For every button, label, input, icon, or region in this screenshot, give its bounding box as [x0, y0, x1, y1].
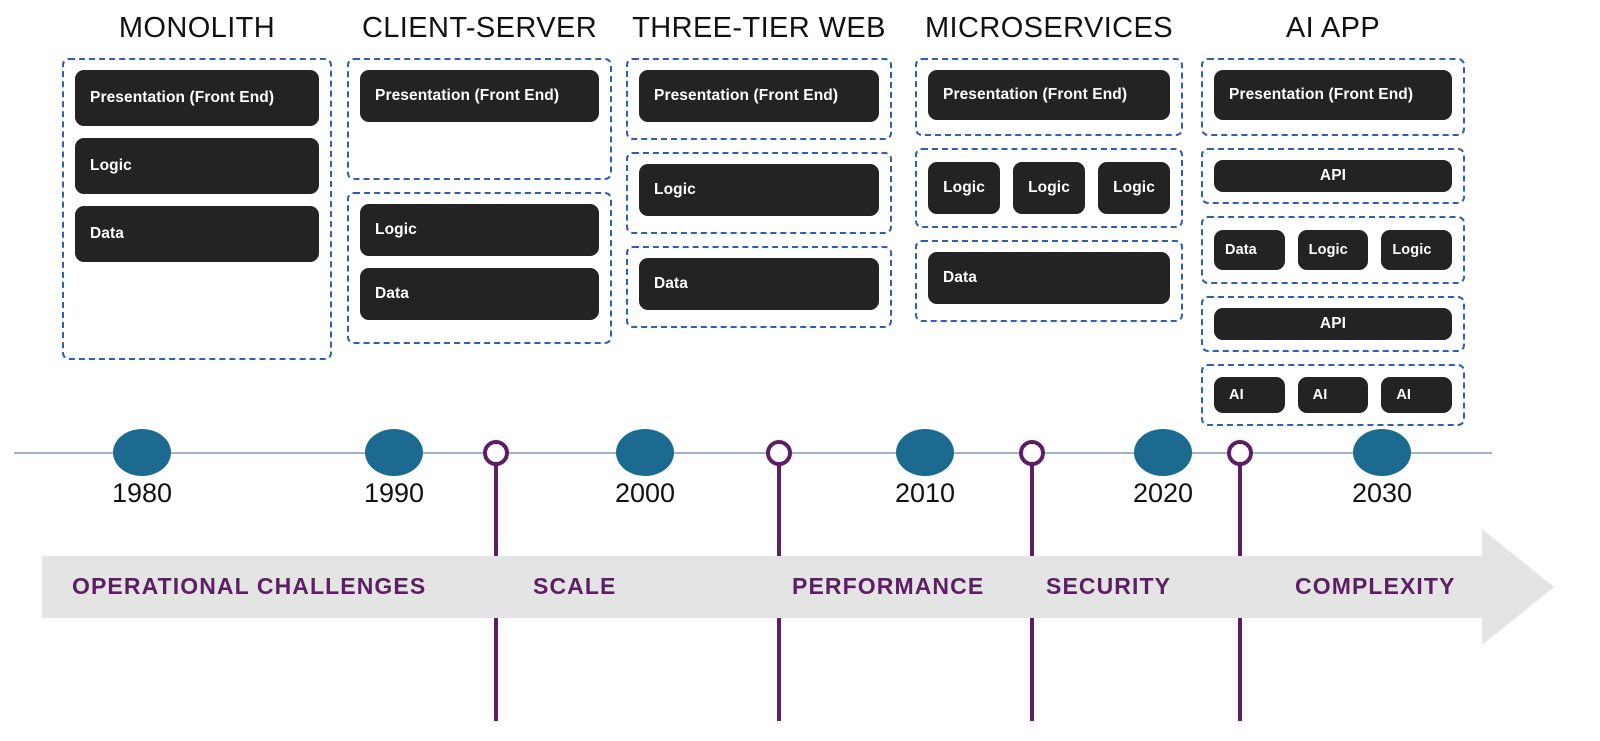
decade-label: 2020 [1132, 478, 1194, 508]
tier-block: Presentation (Front End) [639, 70, 879, 122]
decade-marker-dot[interactable] [896, 429, 954, 476]
phase-label: PERFORMANCE [792, 573, 985, 599]
phase-marker-ring[interactable] [1019, 440, 1045, 466]
tier-group: Logic [626, 152, 892, 234]
decade-label: 1980 [111, 478, 173, 508]
tier-block: Logic [1297, 230, 1369, 270]
tier-group: Presentation (Front End) [347, 58, 612, 180]
column-title: MONOLITH [118, 12, 276, 44]
banner-arrowhead-icon [1482, 529, 1554, 645]
tier-block: AI [1297, 377, 1369, 413]
architecture-column: MICROSERVICES Presentation (Front End) Log… [915, 0, 1183, 322]
decade-marker-dot[interactable] [365, 429, 423, 476]
architecture-column: THREE-TIER WEB Presentation (Front End) Lo… [626, 0, 892, 328]
tier-block: Presentation (Front End) [360, 70, 599, 122]
tier-block: Data [75, 206, 319, 262]
column-title: MICROSERVICES [925, 12, 1173, 44]
decade-marker-dot[interactable] [1134, 429, 1192, 476]
phase-label: OPERATIONAL CHALLENGES [72, 573, 427, 599]
tier-group: API [1201, 296, 1465, 352]
tier-group: Data [915, 240, 1183, 322]
tier-block: Logic [1098, 162, 1170, 214]
tier-group: Data [626, 246, 892, 328]
banner-bar [42, 556, 1482, 618]
tier-block: Logic [360, 204, 599, 256]
tier-block: Presentation (Front End) [75, 70, 319, 126]
tier-group: Data Logic Logic [1201, 216, 1465, 284]
tier-block: Logic [75, 138, 319, 194]
architecture-column: AI APP Presentation (Front End) API Data Log… [1201, 0, 1465, 426]
tier-block-row: AI AI AI [1214, 377, 1453, 413]
tier-group: API [1201, 148, 1465, 204]
tier-group-list: Presentation (Front End) API Data Logic Logi… [1201, 58, 1465, 426]
tier-block: Logic [928, 162, 1000, 214]
tier-group: Presentation (Front End) [915, 58, 1183, 136]
tier-block: API [1214, 160, 1452, 192]
tier-block: Data [639, 258, 879, 310]
tier-block: AI [1214, 377, 1285, 413]
decade-label: 2030 [1351, 478, 1413, 508]
tier-block: Logic [1013, 162, 1085, 214]
tier-block: Data [928, 252, 1170, 304]
phase-label: SECURITY [1046, 573, 1172, 599]
tier-group: Presentation (Front End) [1201, 58, 1465, 136]
phase-label: SCALE [533, 573, 617, 599]
phase-marker-ring[interactable] [766, 440, 792, 466]
tier-block: Presentation (Front End) [1214, 70, 1452, 120]
timeline-axis [14, 452, 1492, 454]
tier-block: Logic [1381, 230, 1453, 270]
tier-block: Data [1214, 230, 1285, 270]
column-title: CLIENT-SERVER [361, 12, 598, 44]
decade-label: 2000 [614, 478, 676, 508]
phase-marker-ring[interactable] [483, 440, 509, 466]
tier-group: AI AI AI [1201, 364, 1465, 426]
tier-group: Presentation (Front End) [626, 58, 892, 140]
decade-label: 1990 [363, 478, 425, 508]
decade-marker-dot[interactable] [113, 429, 171, 476]
tier-block: Presentation (Front End) [928, 70, 1170, 120]
decade-label: 2010 [894, 478, 956, 508]
decade-marker-dot[interactable] [1353, 429, 1411, 476]
tier-block: Data [360, 268, 599, 320]
tier-block: Logic [639, 164, 879, 216]
tier-block-row: Data Logic Logic [1214, 230, 1453, 270]
phase-label: COMPLEXITY [1295, 573, 1456, 599]
architecture-column: CLIENT-SERVER Presentation (Front End) Log… [347, 0, 612, 344]
tier-block: AI [1381, 377, 1453, 413]
tier-block: API [1214, 308, 1452, 340]
column-title: THREE-TIER WEB [632, 12, 886, 44]
decade-marker-dot[interactable] [616, 429, 674, 476]
phase-marker-ring[interactable] [1227, 440, 1253, 466]
column-title: AI APP [1285, 12, 1381, 44]
